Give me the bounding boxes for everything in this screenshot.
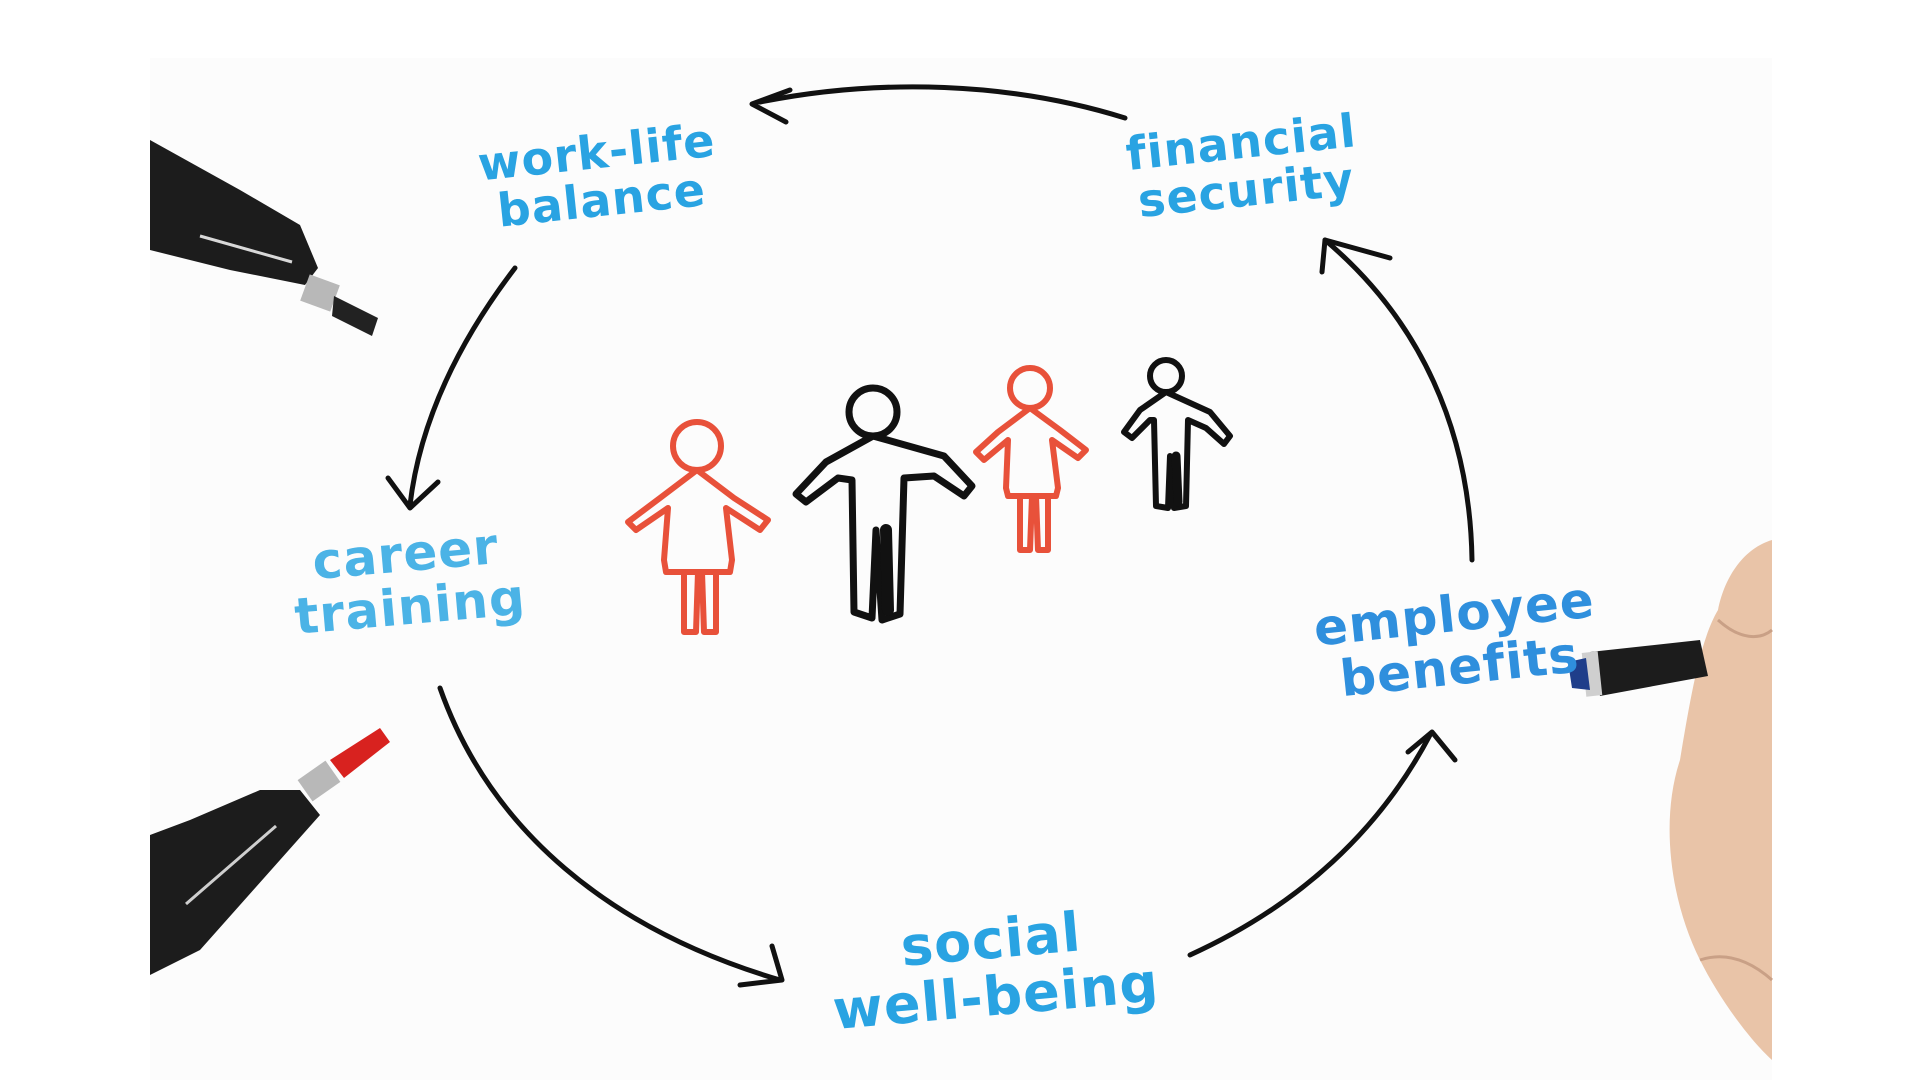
cycle-arrow-right-head xyxy=(1319,237,1393,275)
photo-background xyxy=(150,58,1772,1080)
person-figure-icon xyxy=(1121,357,1233,511)
person-figure-icon xyxy=(973,365,1089,553)
label-career-training: career training xyxy=(288,517,528,645)
cycle-arrow-right xyxy=(1322,237,1475,563)
cycle-arrow-bottom-right xyxy=(1187,732,1433,958)
red-marker-pen-icon xyxy=(150,728,390,975)
cycle-arrow-left-upper-head xyxy=(385,475,441,511)
marker-pen-icon xyxy=(150,140,378,336)
person-figure-icon xyxy=(792,384,976,624)
cycle-arrow-bottom-right-head xyxy=(1405,729,1458,763)
cycle-arrow-top xyxy=(757,84,1128,121)
cycle-arrow-top-head xyxy=(749,87,793,125)
label-financial-security: financial security xyxy=(1123,103,1364,228)
cycle-arrow-left-lower xyxy=(437,685,783,983)
person-figure-icon xyxy=(625,419,771,635)
cycle-arrow-left-lower-head xyxy=(737,943,785,988)
hand-holding-pen-icon xyxy=(1568,540,1773,1060)
cycle-arrow-left-upper xyxy=(407,265,518,508)
